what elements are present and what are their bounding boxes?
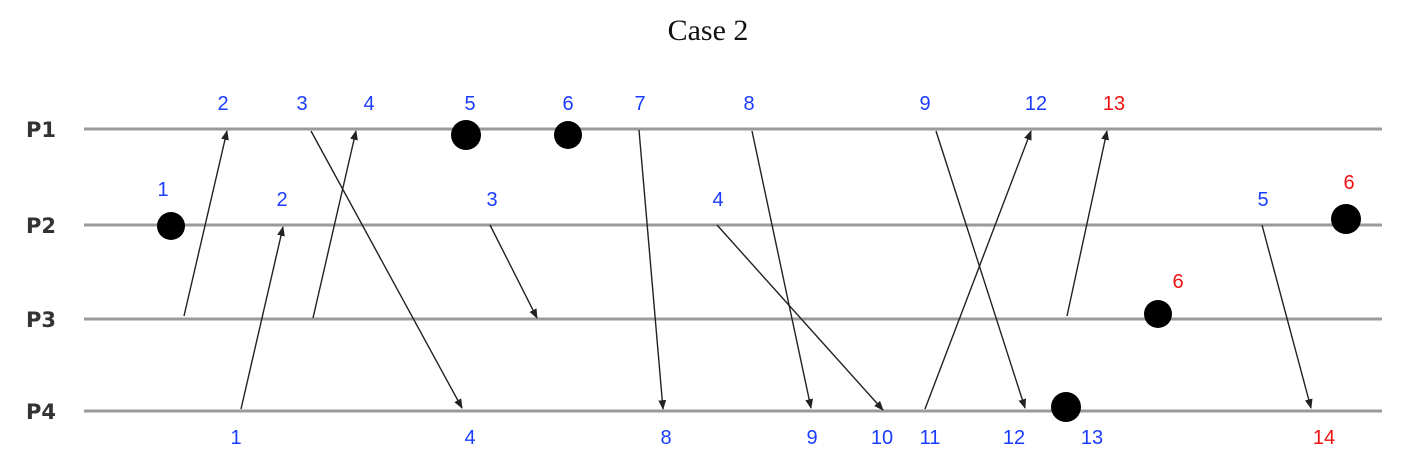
diagram-title: Case 2 xyxy=(667,14,749,47)
p2-label: P2 xyxy=(26,214,56,238)
p1-event-label: 6 xyxy=(562,93,573,115)
message-arrow xyxy=(751,130,813,409)
p4-event-label: 9 xyxy=(806,427,817,449)
p4-event-label: 12 xyxy=(1003,427,1025,449)
event-dot xyxy=(1331,204,1361,234)
p2-event-label: 5 xyxy=(1257,189,1268,211)
p4-event-label: 8 xyxy=(660,427,671,449)
message-arrow xyxy=(716,224,884,411)
p4-event-label: 14 xyxy=(1313,427,1335,449)
p1-event-label: 13 xyxy=(1103,93,1125,115)
message-arrow xyxy=(312,130,358,319)
p2-event-label: 6 xyxy=(1343,172,1354,194)
message-arrow xyxy=(183,130,229,317)
message-arrow xyxy=(935,130,1027,409)
message-arrow xyxy=(924,130,1032,410)
p4-event-label: 4 xyxy=(464,427,475,449)
message-arrow xyxy=(1261,224,1313,409)
event-dot xyxy=(554,121,582,149)
p2-event-label: 2 xyxy=(276,189,287,211)
p1-event-label: 9 xyxy=(919,93,930,115)
message-arrow xyxy=(310,130,463,409)
message-arrow xyxy=(240,226,285,410)
p1-event-label: 12 xyxy=(1025,93,1047,115)
message-arrow xyxy=(1066,130,1109,317)
p2-event-label: 3 xyxy=(486,189,497,211)
p1-event-label: 2 xyxy=(217,93,228,115)
p1-event-label: 3 xyxy=(296,93,307,115)
message-arrow xyxy=(638,129,667,410)
p4-label: P4 xyxy=(26,400,56,424)
p1-event-label: 7 xyxy=(634,93,645,115)
p4-event-label: 11 xyxy=(920,427,941,449)
event-dot xyxy=(451,120,481,150)
p4-event-label: 1 xyxy=(230,427,241,449)
event-dot xyxy=(157,212,185,240)
p3-label: P3 xyxy=(26,308,56,332)
p4-event-label: 13 xyxy=(1081,427,1103,449)
p1-label: P1 xyxy=(26,118,56,142)
p1-event-label: 5 xyxy=(464,93,475,115)
p1-event-label: 8 xyxy=(743,93,754,115)
event-dot xyxy=(1144,300,1172,328)
p3-event-label: 6 xyxy=(1172,271,1183,293)
message-arrow xyxy=(489,224,538,319)
p2-event-label: 4 xyxy=(712,189,723,211)
event-dot xyxy=(1051,392,1081,422)
p1-event-label: 4 xyxy=(363,93,374,115)
p4-event-label: 10 xyxy=(871,427,893,449)
p2-event-label: 1 xyxy=(157,179,168,201)
